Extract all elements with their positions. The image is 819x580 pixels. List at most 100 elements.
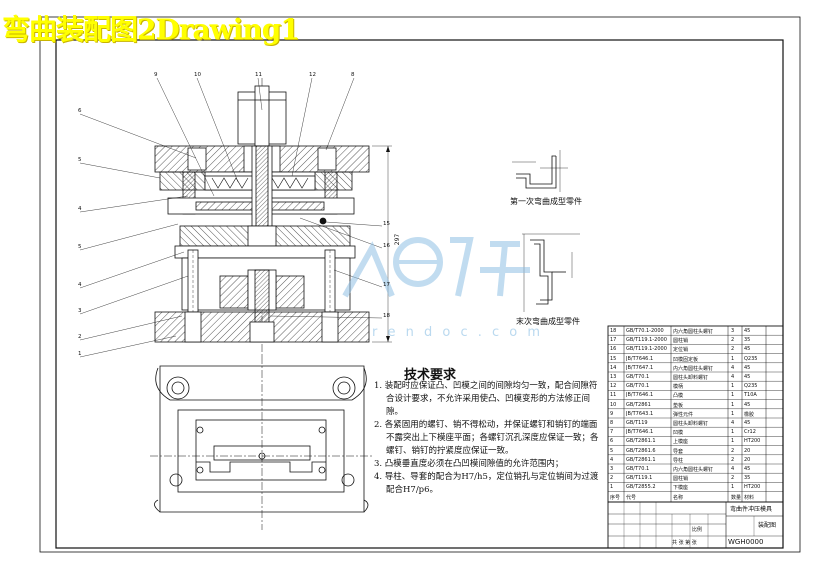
bom-cell-name: 垫板: [673, 402, 684, 409]
bom-cell-name: 上模座: [673, 439, 689, 446]
bom-cell-name: 导套: [673, 448, 684, 455]
bom-cell-mat: 35: [744, 337, 751, 344]
bom-cell-code: GB/T2855.2: [626, 484, 656, 491]
part-label: 15: [383, 221, 390, 227]
first-bend-part-sketch: [512, 150, 568, 192]
drawing-title: 弯曲装配图2Drawing1: [2, 13, 300, 46]
tech-requirements-list: 1. 装配时应保证凸、凹模之间的间隙均匀一致，配合间隙符合设计要求，不允许采用使…: [374, 380, 604, 497]
bom-cell-qty: 2: [731, 475, 735, 482]
leader-lines: [79, 77, 383, 358]
bom-cell-code: GB/T70.1-2000: [626, 328, 664, 334]
bom-cell-no: 3: [610, 466, 614, 472]
tech-requirements-heading: 技术要求: [404, 368, 457, 383]
title-block-drawing-no: WGH0000: [728, 538, 764, 546]
part-label: 11: [255, 72, 262, 78]
bom-cell-code: JB/T7646.1: [626, 392, 654, 399]
part-label: 16: [383, 243, 390, 249]
bom-cell-mat: 橡胶: [744, 411, 755, 418]
bom-cell-qty: 4: [731, 466, 735, 472]
bom-cell-no: 17: [610, 337, 617, 344]
bom-cell-no: 7: [610, 429, 614, 436]
tech-requirement-item: 2. 各紧固用的螺钉、销不得松动，并保证螺钉和销钉的端面不露突出上下模座平面；各…: [374, 420, 599, 456]
bom-cell-qty: 2: [731, 456, 735, 463]
bom-cell-name: 下模座: [673, 485, 689, 492]
bom-cell-qty: 2: [731, 337, 735, 344]
bom-cell-name: 圆柱销: [673, 338, 689, 345]
bom-cell-name: 内六角圆柱头螺钉: [673, 467, 714, 473]
bom-cell-no: 6: [610, 438, 614, 445]
part-label: 4: [78, 282, 82, 288]
bom-cell-name: 名称: [673, 494, 684, 501]
bom-cell-qty: 1: [731, 484, 735, 491]
bom-cell-qty: 2: [731, 447, 735, 454]
bom-cell-no: 2: [610, 475, 614, 482]
bom-cell-name: 弹性元件: [673, 411, 694, 418]
bom-cell-mat: 20: [744, 456, 751, 463]
part-label: 2: [78, 334, 82, 340]
bom-cell-mat: 20: [744, 447, 751, 454]
bom-cell-code: 代号: [626, 494, 637, 501]
bom-cell-qty: 4: [731, 374, 735, 380]
bom-cell-code: GB/T2861.6: [626, 447, 656, 454]
bom-cell-mat: 45: [744, 346, 751, 353]
part-label: 3: [78, 308, 82, 314]
part-label: 10: [194, 72, 201, 78]
bom-cell-qty: 4: [731, 420, 735, 426]
bom-cell-code: GB/T70.1: [626, 374, 650, 380]
plan-view: [150, 356, 374, 530]
bom-cell-code: GB/T2861: [626, 401, 651, 408]
bom-cell-qty: 3: [731, 328, 735, 334]
bom-cell-mat: 45: [744, 364, 751, 371]
bom-cell-no: 11: [610, 392, 617, 399]
bom-cell-code: JB/T7646.1: [626, 355, 654, 362]
bom-cell-no: 12: [610, 383, 617, 390]
bom-cell-mat: Q235: [744, 355, 758, 362]
bom-cell-qty: 1: [731, 401, 735, 408]
bom-cell-code: GB/T119.1-2000: [626, 337, 667, 344]
bom-cell-name: 圆柱头卸料螺钉: [673, 421, 709, 427]
bom-cell-no: 13: [610, 374, 617, 380]
part-label: 5: [78, 157, 82, 163]
height-dimension: 297: [394, 233, 402, 246]
bom-cell-no: 15: [610, 355, 617, 362]
bom-cell-no: 10: [610, 401, 617, 408]
bom-cell-code: GB/T70.1: [626, 466, 650, 472]
bom-cell-mat: T10A: [744, 392, 757, 399]
part-label: 1: [78, 351, 82, 357]
title-block-sheet: 共 张 第 张: [672, 540, 697, 546]
bom-cell-mat: 35: [744, 475, 751, 482]
section-view: [154, 78, 392, 358]
bom-cell-name: 凹模固定板: [673, 356, 699, 363]
bom-cell-no: 14: [610, 364, 617, 371]
bom-cell-mat: Q235: [744, 383, 758, 390]
bom-cell-no: 1: [610, 484, 614, 491]
bom-cell-code: GB/T119.1-2000: [626, 346, 667, 353]
bom-cell-no: 4: [610, 456, 614, 463]
bom-cell-qty: 2: [731, 346, 735, 353]
bom-cell-name: 导柱: [673, 457, 684, 464]
tech-requirement-item: 3. 凸模垂直度必须在凸凹模间隙值的允许范围内；: [374, 459, 564, 469]
bom-cell-mat: 45: [744, 374, 751, 380]
bom-cell-qty: 1: [731, 383, 735, 390]
bom-cell-mat: 材料: [744, 494, 755, 501]
part-label: 4: [78, 206, 82, 212]
part-label: 5: [78, 244, 82, 250]
bom-cell-no: 8: [610, 420, 614, 426]
tech-requirement-item: 4. 导柱、导套的配合为H7/h5，定位销孔与定位销间为过渡配合H7/p6。: [374, 472, 599, 495]
bom-cell-code: GB/T70.1: [626, 383, 650, 390]
caption-final-bend: 末次弯曲成型零件: [516, 317, 580, 326]
part-label: 6: [78, 108, 82, 114]
sheet-border: [39, 16, 801, 553]
bom-cell-code: JB/T7643.1: [626, 410, 654, 417]
part-label: 18: [383, 313, 390, 319]
bom-cell-code: GB/T2861.1: [626, 456, 656, 463]
bom-cell-mat: 45: [744, 420, 751, 426]
part-label: 12: [309, 72, 316, 78]
bom-cell-name: 凹模: [673, 430, 684, 437]
bom-cell-code: GB/T2861.1: [626, 438, 656, 445]
bom-cell-mat: 45: [744, 401, 751, 408]
title-block: [607, 501, 784, 549]
bom-cell-mat: 45: [744, 466, 751, 472]
bom-cell-name: 圆柱销: [673, 476, 689, 483]
